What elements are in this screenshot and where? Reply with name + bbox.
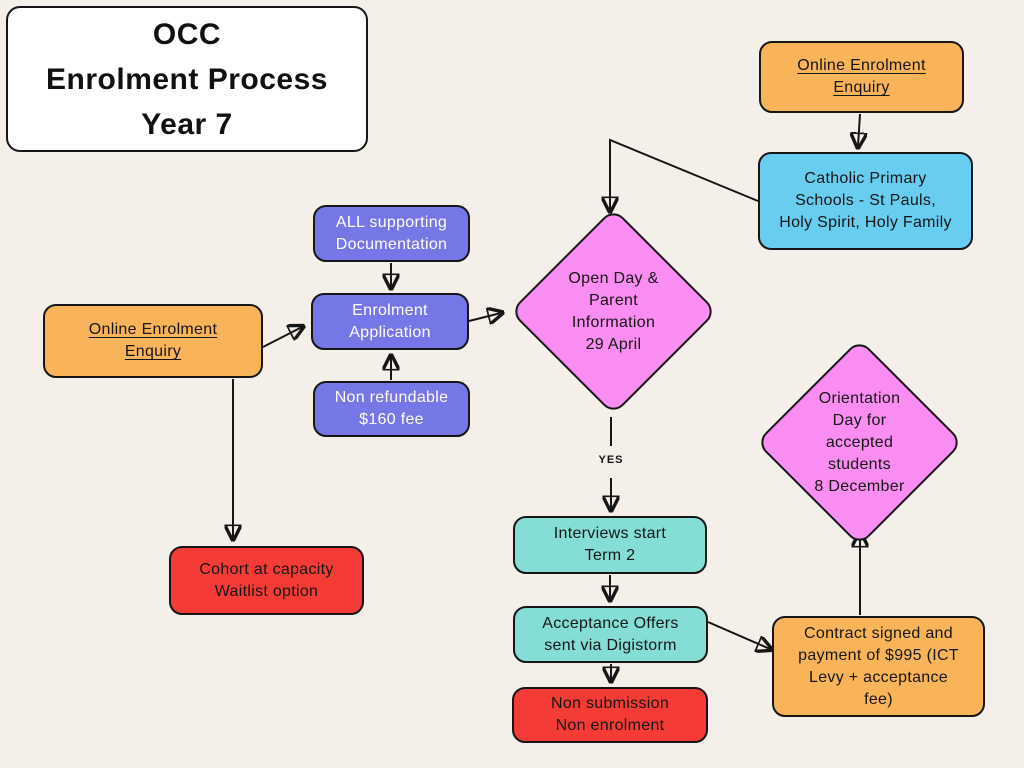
node-interviews: Interviews start Term 2: [513, 516, 707, 574]
node-contract-label: Contract signed and payment of $995 (ICT…: [798, 624, 959, 708]
node-supporting-docs: ALL supporting Documentation: [313, 205, 470, 262]
node-enrolment-application: Enrolment Application: [311, 293, 469, 350]
node-catholic-schools-label: Catholic Primary Schools - St Pauls, Hol…: [779, 170, 952, 231]
node-fee: Non refundable $160 fee: [313, 381, 470, 437]
node-open-day-label: Open Day & Parent Information 29 April: [568, 269, 659, 353]
node-orientation-diamond: Orientation Day for accepted students 8 …: [755, 338, 964, 547]
node-non-submission-label: Non submission Non enrolment: [550, 695, 670, 734]
edge-enquiry-top-to-catholic: [858, 113, 860, 146]
node-acceptance-offers-label: Acceptance Offers sent via Digistorm: [542, 614, 679, 654]
node-enrolment-application-label: Enrolment Application: [349, 301, 431, 341]
edge-enquiry-left-to-application: [262, 327, 302, 348]
node-contract: Contract signed and payment of $995 (ICT…: [772, 616, 985, 717]
page-title: OCC Enrolment Process Year 7: [46, 17, 328, 141]
edge-application-to-open-day: [468, 313, 501, 321]
node-cohort-capacity: Cohort at capacity Waitlist option: [169, 546, 364, 615]
node-non-submission: Non submission Non enrolment: [512, 687, 708, 743]
node-catholic-schools: Catholic Primary Schools - St Pauls, Hol…: [758, 152, 973, 250]
edge-acceptance-to-contract: [707, 621, 770, 649]
node-online-enquiry-left-label: Online Enrolment Enquiry: [88, 321, 218, 360]
node-online-enquiry-top: Online Enrolment Enquiry: [759, 41, 964, 113]
node-online-enquiry-left: Online Enrolment Enquiry: [43, 304, 263, 378]
node-supporting-docs-label: ALL supporting Documentation: [335, 213, 448, 253]
node-online-enquiry-top-label: Online Enrolment Enquiry: [797, 57, 926, 96]
node-acceptance-offers: Acceptance Offers sent via Digistorm: [513, 606, 708, 663]
edge-catholic-to-open-day: [610, 138, 759, 210]
node-orientation-label: Orientation Day for accepted students 8 …: [814, 389, 905, 495]
decision-yes-label: YES: [598, 454, 624, 466]
node-fee-label: Non refundable $160 fee: [334, 389, 449, 428]
node-interviews-label: Interviews start Term 2: [553, 525, 667, 564]
title-box: OCC Enrolment Process Year 7: [6, 6, 368, 152]
node-cohort-capacity-label: Cohort at capacity Waitlist option: [199, 560, 334, 600]
node-open-day-diamond: Open Day & Parent Information 29 April: [509, 207, 718, 416]
